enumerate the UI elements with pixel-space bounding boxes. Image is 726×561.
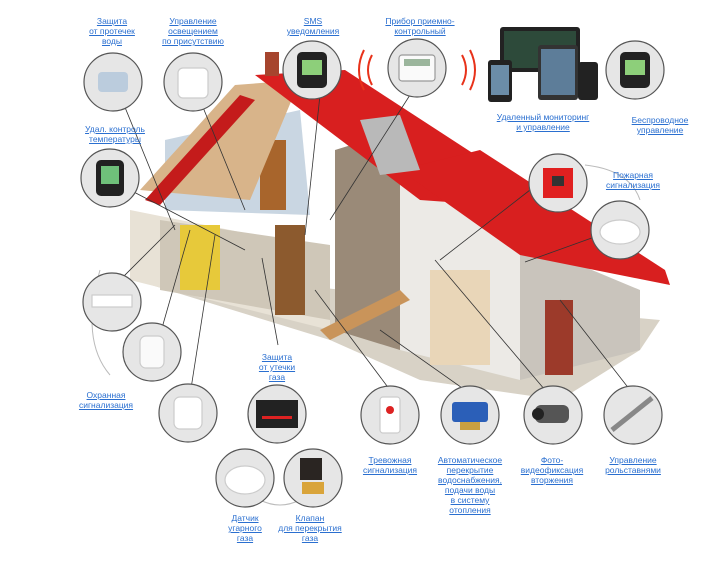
- remote-monitoring-devices: [488, 27, 598, 102]
- sms-phone-icon: [282, 40, 342, 100]
- label-control-panel[interactable]: Прибор приемно-контрольный: [385, 16, 455, 36]
- control-panel-icon: [387, 38, 447, 98]
- chimney: [265, 52, 279, 76]
- signal-waves-icon: [358, 49, 476, 91]
- co-sensor-icon: [215, 448, 275, 508]
- gas-valve-icon: [283, 448, 343, 508]
- door-lower: [275, 225, 305, 315]
- glass-break-sensor-icon: [158, 383, 218, 443]
- brick-pillar: [545, 300, 573, 375]
- roof-left: [145, 95, 255, 205]
- camera-icon: [523, 385, 583, 445]
- garage-door: [430, 270, 490, 365]
- fire-alarm-button-icon: [528, 153, 588, 213]
- stairs: [320, 290, 410, 340]
- thermometer-device-icon: [80, 148, 140, 208]
- door-sensor-icon: [82, 272, 142, 332]
- yellow-wall: [180, 225, 220, 290]
- gas-leak-sensor-icon: [247, 384, 307, 444]
- shutter-motor-icon: [603, 385, 663, 445]
- water-valve-icon: [440, 385, 500, 445]
- leak-sensor-icon: [83, 52, 143, 112]
- motion-light-sensor-icon: [163, 52, 223, 112]
- wireless-phone-icon: [605, 40, 665, 100]
- panic-button-icon: [360, 385, 420, 445]
- solar-panel: [360, 115, 420, 175]
- motion-detector-icon: [122, 322, 182, 382]
- stone-wall: [335, 130, 400, 350]
- smoke-detector-icon: [590, 200, 650, 260]
- device-circles: [80, 38, 665, 508]
